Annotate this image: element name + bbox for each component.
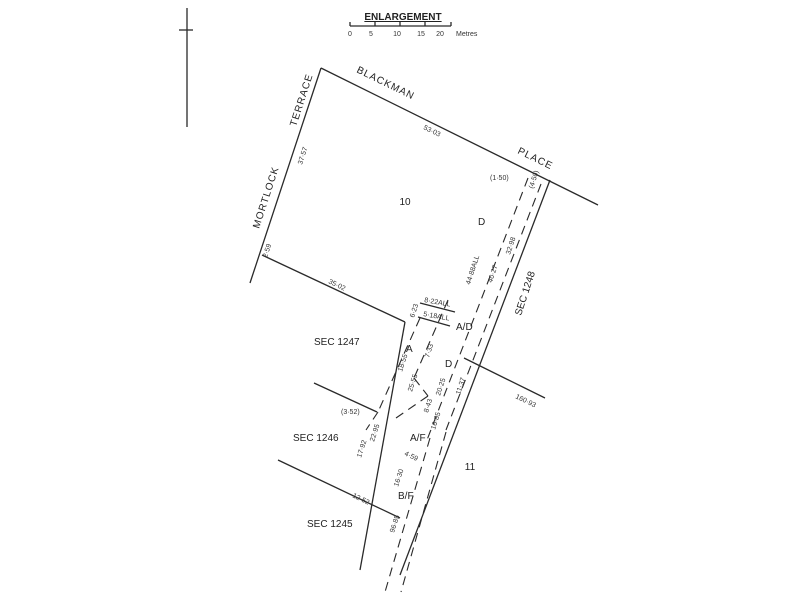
dim-12-52: 12·52 [351,493,370,507]
left-boundary [359,321,406,571]
sec-1247-label: SEC 1247 [314,337,360,348]
dim-16-85: 16·85 [430,411,442,430]
easement-d-mid-label: D [445,359,452,370]
dim-44-88: 44·88ALL [465,254,481,285]
easement-lines [365,177,542,593]
dim-2-59: 2·59 [262,243,273,259]
dim-4-50: (4·50) [528,170,540,190]
right-boundary [399,179,551,576]
dim-8-22: 8·22ALL [424,297,451,309]
easement-d-top-label: D [478,217,485,228]
easement-af-label: A/F [410,433,426,444]
road-mortlock: MORTLOCK [251,165,281,230]
sec-1245-label: SEC 1245 [307,519,353,530]
sec1245-north-boundary [277,459,401,519]
road-terrace: TERRACE [288,72,315,128]
scale-unit: Metres [456,31,478,38]
sec-1246-label: SEC 1246 [293,433,339,444]
dim-40-27: 40·27 [487,264,499,283]
easement-a-label: A [406,344,413,355]
dim-20-25: 20·25 [435,377,447,396]
easement-bf-label: B/F [398,491,414,502]
dim-32-98: 32·98 [505,236,517,255]
sec1248-south-boundary [463,357,546,399]
dim-22-95: 22·95 [369,423,381,442]
lot-10-label: 10 [399,197,411,208]
dim-6-23: 6·23 [409,303,420,319]
scale-tick-5: 5 [369,31,373,38]
dim-5-18: 5·18ALL [423,311,450,323]
scale-tick-20: 20 [436,31,444,38]
scale-title: ENLARGEMENT [364,12,441,23]
dim-16-30: 16·30 [393,468,405,487]
dim-96-85: 96·85 [389,514,401,533]
dim-8-43: 8·43 [423,398,434,414]
sec-1248-label: SEC 1248 [513,270,538,317]
scale-tick-10: 10 [393,31,401,38]
scale-tick-15: 15 [417,31,425,38]
dim-7-33: 7·33 [424,343,435,359]
scale-bar: ENLARGEMENT 0 5 10 15 20 Metres [348,12,478,38]
mortlock-terrace-frontage [249,67,322,284]
sec1246-north-boundary [313,382,378,413]
blackman-place-frontage [320,67,599,206]
lot10-south-boundary [261,254,406,323]
road-blackman: BLACKMAN [355,65,416,103]
easement-ad-label: A/D [456,322,473,333]
dim-160-93: 160·93 [514,394,537,410]
dim-3-52: (3·52) [341,409,360,416]
dim-4-59: 4·59 [403,451,419,463]
dim-37-57: 37·57 [297,146,309,165]
dim-17-92: 17·92 [356,439,368,458]
lot-11-label: 11 [465,462,476,473]
dim-1-50: (1·50) [490,175,509,182]
scale-tick-0: 0 [348,31,352,38]
north-marker [179,8,193,127]
road-place: PLACE [516,146,555,172]
boundary-lines [249,67,599,576]
dim-11-37: 11·37 [455,377,467,396]
